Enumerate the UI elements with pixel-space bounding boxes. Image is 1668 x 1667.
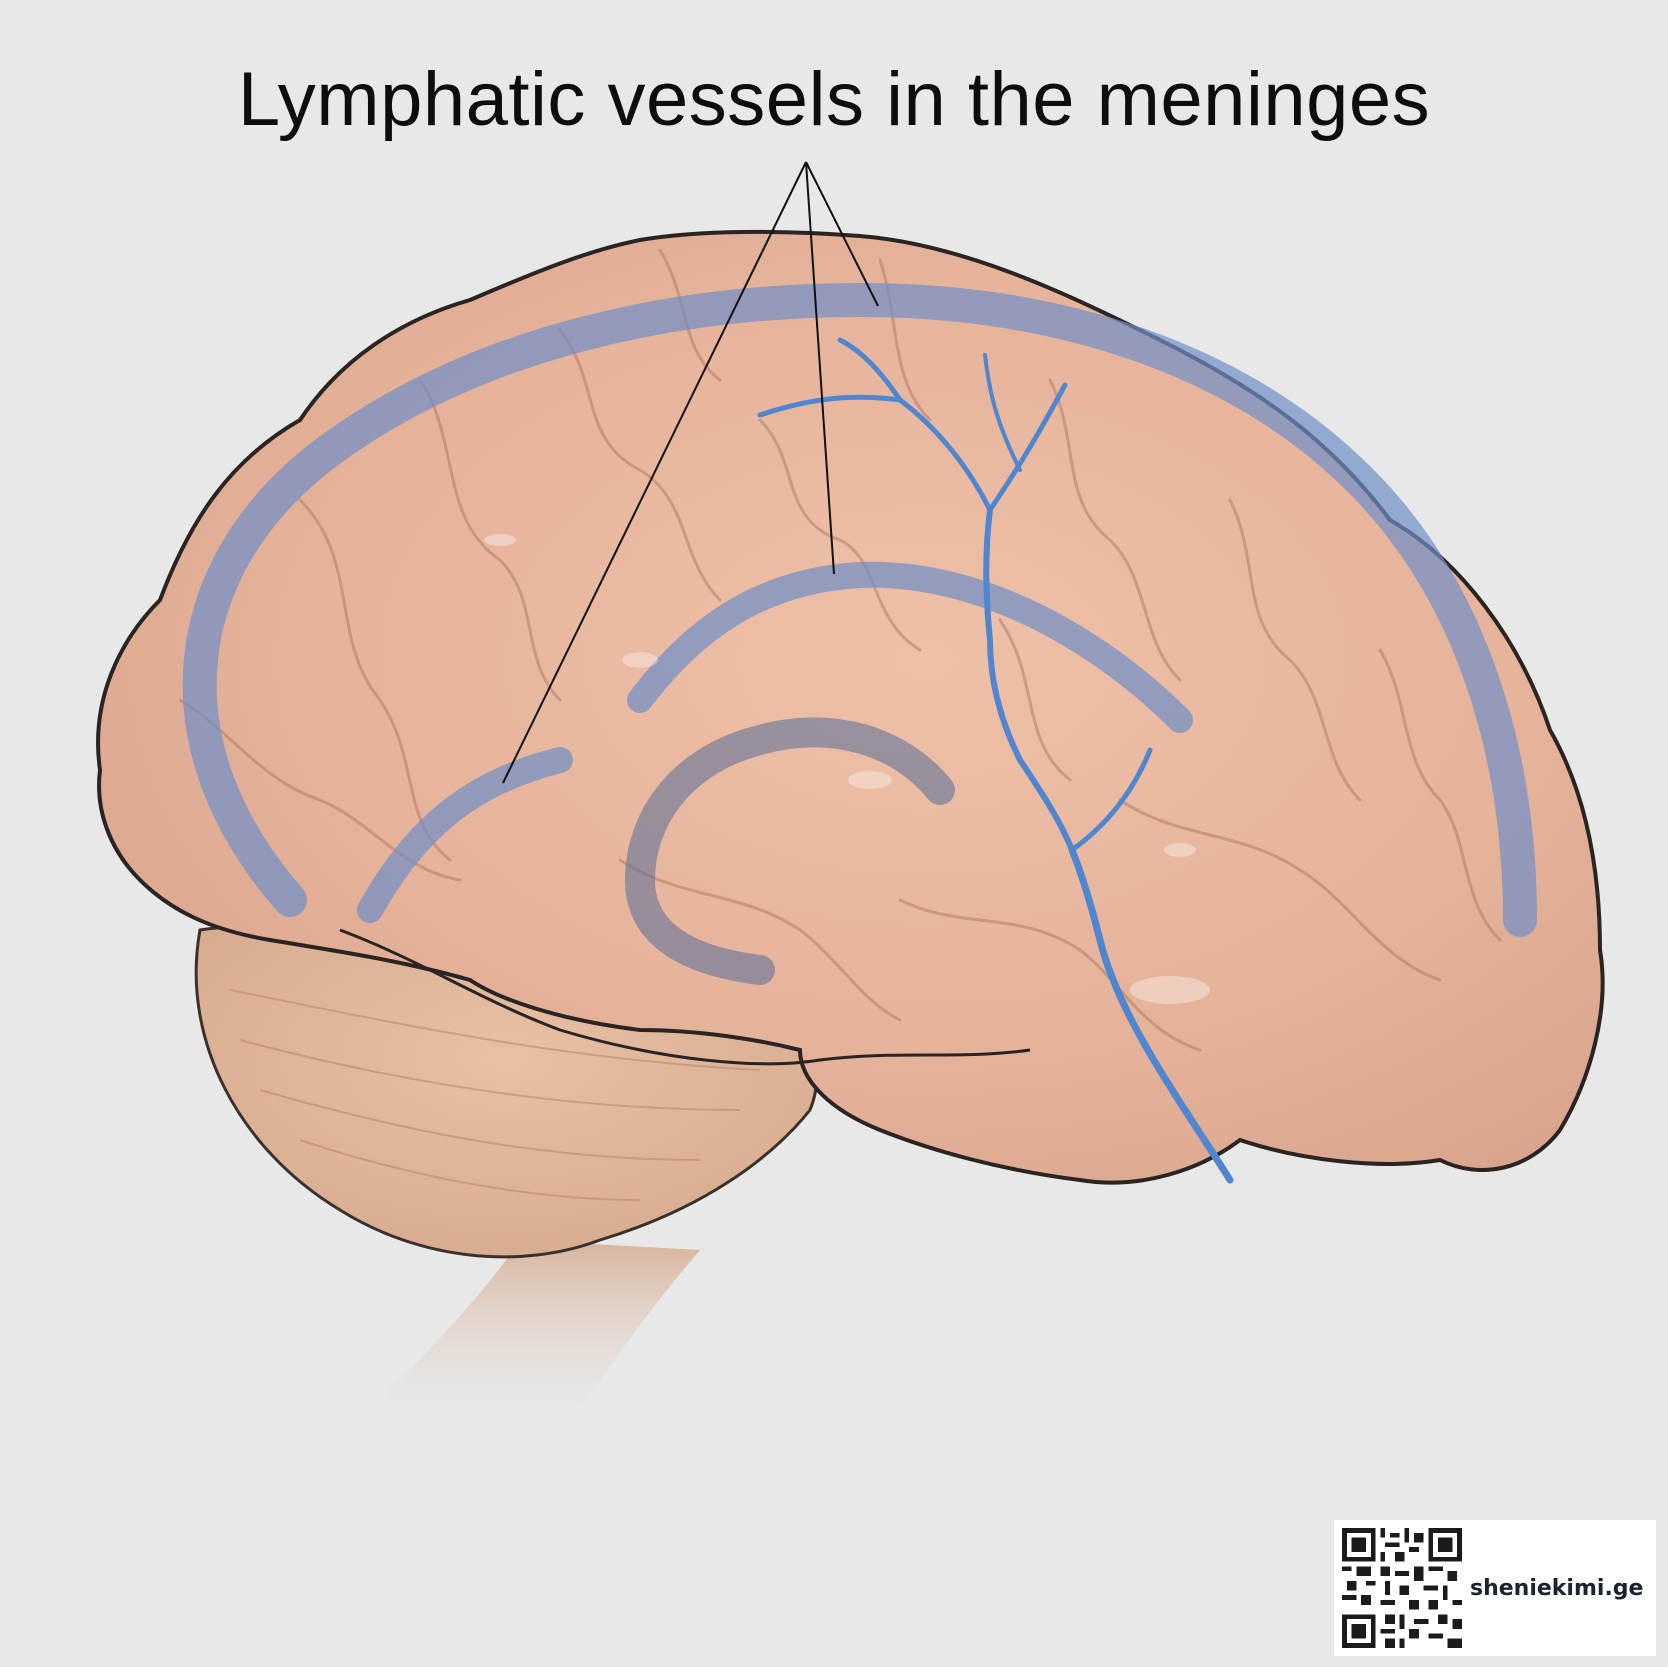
cerebrum xyxy=(96,229,1605,1185)
leader-line-inner xyxy=(502,161,807,784)
surface-highlights xyxy=(484,534,1210,1004)
lateral-sulcus xyxy=(339,928,1031,1066)
cerebellum-folds xyxy=(229,989,761,1201)
watermark-site-label: sheniekimi.ge xyxy=(1470,1576,1644,1601)
lymphatic-vessel-inner xyxy=(624,717,955,985)
watermark-badge: sheniekimi.ge xyxy=(1334,1520,1656,1656)
lymphatic-vessels xyxy=(182,282,1537,985)
qr-code-icon xyxy=(1342,1528,1462,1648)
cerebrum-sulci xyxy=(178,248,1502,1052)
leader-line-middle xyxy=(805,161,835,575)
brain-stem xyxy=(340,1240,700,1440)
lymphatic-vessel-outer xyxy=(182,282,1537,937)
leader-lines xyxy=(502,161,879,784)
diagram-title: Lymphatic vessels in the meninges xyxy=(237,57,1431,142)
meningeal-vein xyxy=(757,337,1234,1184)
lymphatic-vessel-middle xyxy=(357,561,1193,923)
leader-line-outer xyxy=(805,161,879,307)
